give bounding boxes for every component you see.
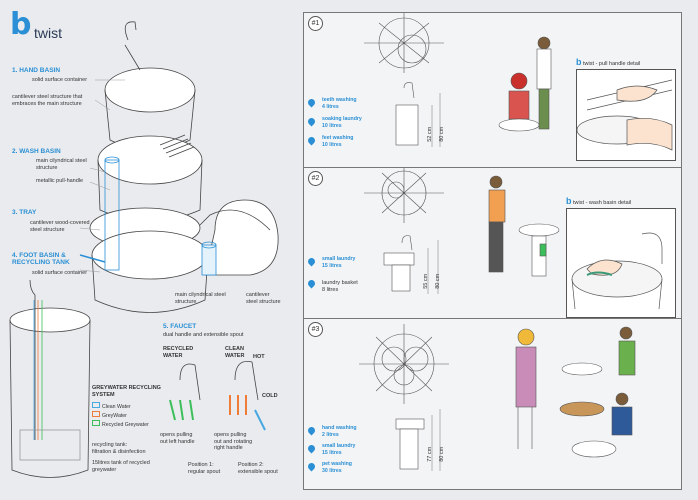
dimension-1: 77 cm [427,446,434,462]
label-main-structure: main cilyndrical steel structure [36,158,87,171]
dimension-2: 80 cm [435,273,442,289]
wash-basin-detail [566,208,676,318]
section-tray-title: 3. TRAY [12,209,37,216]
label-solid-container-2: solid surface container [32,270,88,276]
faucet-subtitle: dual handle and extensible spout [163,332,244,338]
activity-teeth: teeth washing 4 litres [322,97,357,110]
detail-title: b twist - wash basin detail [566,196,632,206]
note-position-2: Position 2: extensible spout [238,462,278,475]
panel-scenario-3: #3 hand washing 2 litres small laundry 1… [303,318,682,490]
logo-letter: b [10,7,32,42]
panel-scenario-1: #1 teeth washing 4 litres soaking laundr… [303,12,682,168]
section-hand-basin-title: 1. HAND BASIN [12,67,61,74]
note-position-1: Position 1: regular spout [188,462,221,475]
panel-number: #1 [308,16,323,31]
section-foot-basin-title: 4. FOOT BASIN & RECYCLING TANK [12,252,70,266]
label-wood-tray: cantilever wood-covered steel structure [30,220,90,233]
panel-scenario-2: #2 small laundry 15 litres laundry baske… [303,167,682,323]
brand-logo: b twist [10,7,62,42]
activity-soaking: soaking laundry 10 litres [322,116,362,129]
dimension-2: 80 cm [439,126,446,142]
activity-feet: feet washing 10 litres [322,135,354,148]
detail-title: b twist - pull handle detail [576,57,641,67]
legend-greywater: GreyWater [92,411,127,419]
note-recycling-tank: recycling tank: filtration & disinfectio… [92,442,146,455]
label-main-structure-2: main cilyndrical steel structure [175,292,226,305]
note-tank-capacity: 15litres tank of recycled greywater [92,460,150,473]
pull-handle-detail [576,69,676,161]
dimension-2: 80 cm [439,446,446,462]
exploded-view-drawing [9,21,279,478]
section-wash-basin-title: 2. WASH BASIN [12,148,61,155]
activity-laundry-basket: laundry basket 8 litres [322,280,358,293]
label-recycled-water: RECYCLED WATER [163,346,194,359]
logo-word: twist [34,25,62,41]
legend-recycled: Recycled Greywater [92,420,149,428]
label-cantilever-structure: cantilever steel structure that embraces… [12,94,83,107]
greywater-title: GREYWATER RECYCLING SYSTEM [92,385,161,398]
faucet-title: 5. FAUCET [163,323,197,330]
dimension-1: 55 cm [423,273,430,289]
panel-number: #3 [308,322,323,337]
panel-1-drawing [364,13,552,147]
activity-pet-washing: pet washing 30 litres [322,461,352,474]
note-left-handle: opens pulling out left handle [160,432,195,445]
dimension-1: 52 cm [427,126,434,142]
legend-clean-water: Clean Water [92,402,131,410]
panel-number: #2 [308,171,323,186]
activity-small-laundry: small laundry 15 litres [322,256,356,269]
panel-2-drawing [364,168,560,294]
label-cantilever-steel: cantilever steel structure [246,292,281,305]
label-clean-water: CLEAN WATER [225,346,245,359]
label-cold: COLD [262,393,278,399]
activity-small-laundry: small laundry 15 litres [322,443,356,456]
panel-3-drawing [359,324,636,471]
label-solid-container-1: solid surface container [32,77,88,83]
label-hot: HOT [253,354,265,360]
label-pull-handle: metallic pull-handle [36,178,84,184]
activity-hand-washing: hand washing 2 litres [322,425,357,438]
note-right-handle: opens pulling out and rotating right han… [214,432,253,452]
